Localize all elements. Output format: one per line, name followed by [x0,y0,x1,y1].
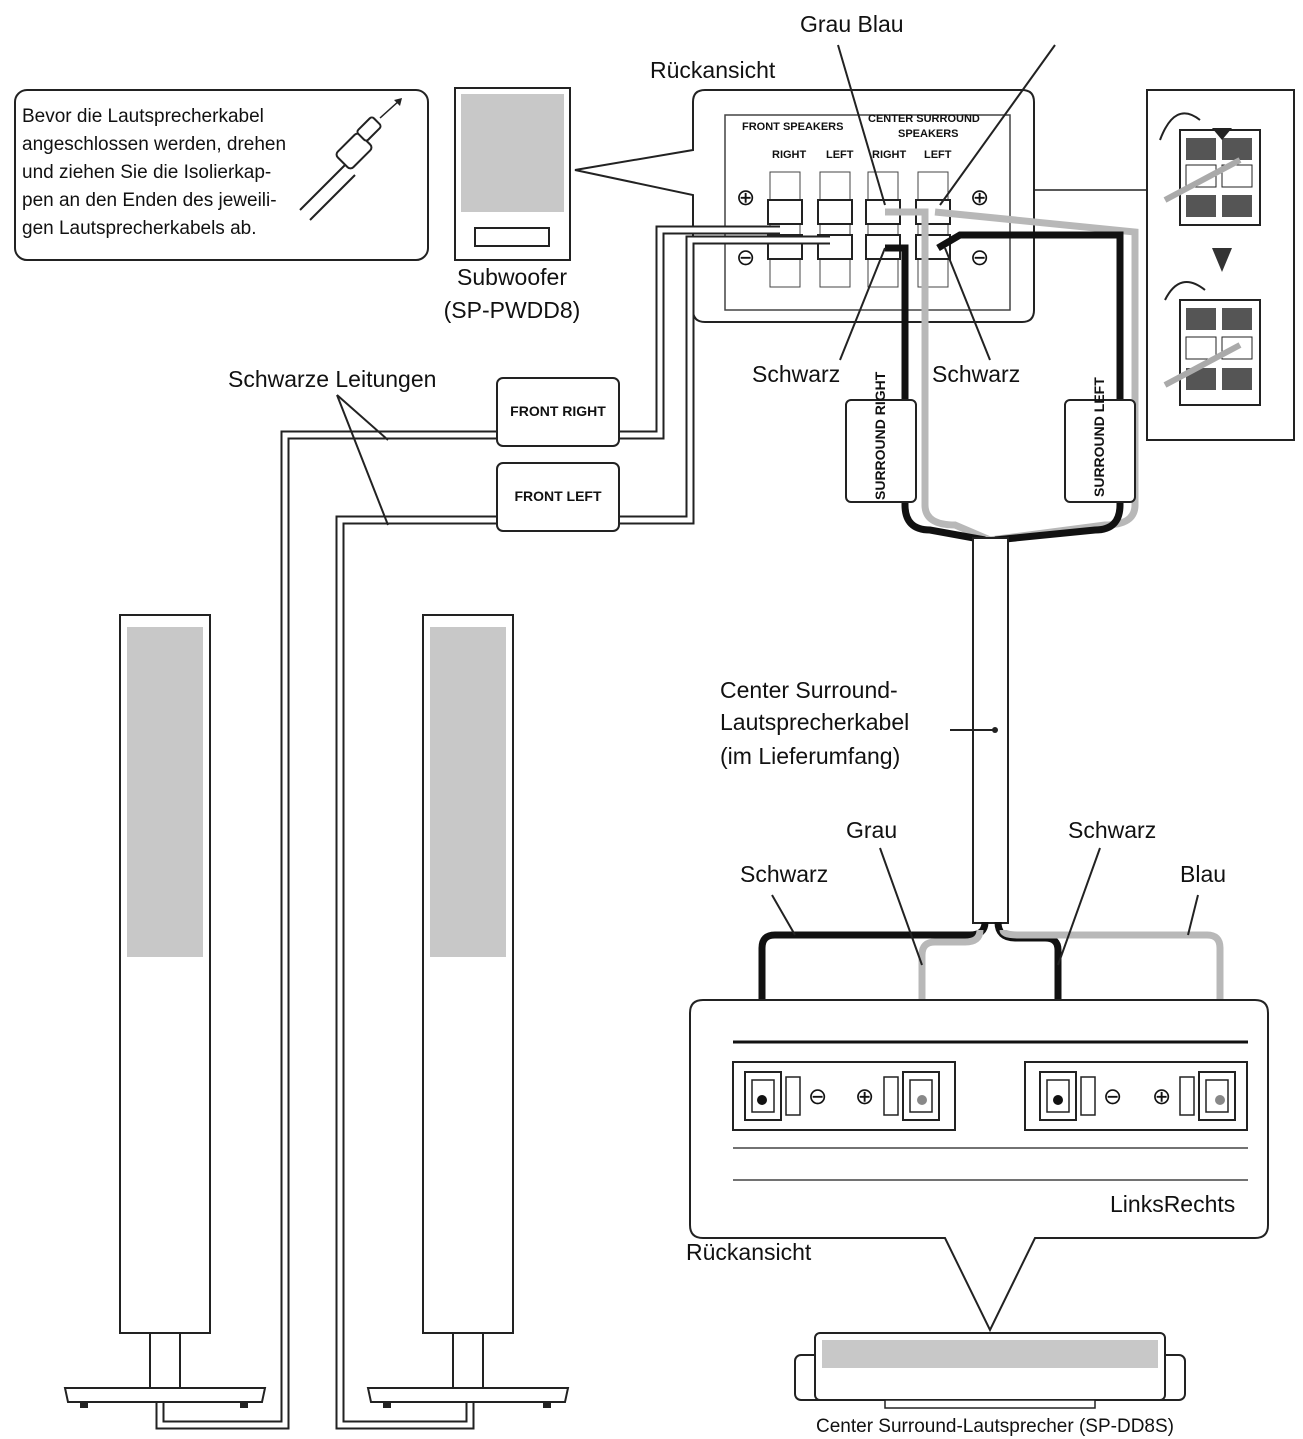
front-left-tag: FRONT LEFT [496,462,620,532]
rear-panel: FRONT SPEAKERS CENTER SURROUND SPEAKERS … [574,89,1035,323]
center-minus-left: ⊖ [808,1083,827,1109]
black-label-right: Schwarz [1068,817,1156,843]
black-label-surround-right: Schwarz [752,361,840,387]
center-plus-left: ⊕ [855,1083,874,1109]
black-wires-label: Schwarze Leitungen [228,366,436,392]
subwoofer-label: Subwoofer [457,264,567,290]
blue-label: Blau [1180,861,1226,887]
svg-text:SURROUND LEFT: SURROUND LEFT [1091,377,1107,497]
svg-text:SURROUND RIGHT: SURROUND RIGHT [872,371,888,500]
center-cable-label-3: (im Lieferumfang) [720,743,900,769]
cable-cap-icon [299,98,402,221]
plus-symbol-left: ⊕ [736,184,755,210]
terminal-open-icon [1159,112,1261,226]
minus-symbol-right: ⊖ [970,244,989,270]
subwoofer: Subwoofer (SP-PWDD8) [444,87,581,323]
gray-label: Grau [846,817,897,843]
gray-blue-label: Grau Blau [800,11,904,37]
down-arrow-icon [1212,248,1232,272]
speakers-header: SPEAKERS [898,128,959,140]
center-speaker: Center Surround-Lautsprecher (SP-DD8S) [794,1332,1186,1437]
black-label-left: Schwarz [740,861,828,887]
center-minus-right: ⊖ [1103,1083,1122,1109]
svg-text:FRONT RIGHT: FRONT RIGHT [510,403,606,419]
surround-right-label: RIGHT [872,149,907,161]
terminal-detail-inset [1034,89,1295,441]
note-line-1: Bevor die Lautsprecherkabel [22,106,264,127]
surround-left-tag: SURROUND LEFT [1064,377,1136,503]
rear-view-label-top: Rückansicht [650,57,776,83]
left-right-label: LinksRechts [1110,1191,1235,1217]
insulation-note-box: Bevor die Lautsprecherkabel angeschlosse… [14,89,429,261]
center-speaker-label: Center Surround-Lautsprecher (SP-DD8S) [816,1416,1174,1437]
svg-text:FRONT LEFT: FRONT LEFT [514,488,602,504]
terminal-block [767,171,951,288]
front-left-label: LEFT [826,149,854,161]
surround-right-tag: SURROUND RIGHT [845,371,917,503]
center-cable-label-1: Center Surround- [720,677,898,703]
black-label-surround-left: Schwarz [932,361,1020,387]
center-cable-label-2: Lautsprecherkabel [720,709,909,735]
note-line-2: angeschlossen werden, drehen [22,134,286,155]
subwoofer-model: (SP-PWDD8) [444,297,581,323]
note-line-4: pen an den Enden des jeweili- [22,190,277,211]
note-line-3: und ziehen Sie die Isolierkap- [22,162,271,183]
front-speaker-right [63,614,267,1408]
center-surround-header: CENTER SURROUND [868,113,980,125]
front-cables [155,225,830,1430]
front-right-tag: FRONT RIGHT [496,377,620,447]
minus-symbol-left: ⊖ [736,244,755,270]
center-speaker-rear-panel: ⊖ ⊕ ⊖ ⊕ LinksRechts [689,999,1269,1333]
center-plus-right: ⊕ [1152,1083,1171,1109]
surround-cables [885,208,1139,544]
terminal-closed-icon [1163,281,1261,406]
note-line-5: gen Lautsprecherkabels ab. [22,218,257,239]
front-speakers-header: FRONT SPEAKERS [742,121,843,133]
plus-symbol-right: ⊕ [970,184,989,210]
front-right-label: RIGHT [772,149,807,161]
front-speaker-left [366,614,570,1408]
rear-view-label-bottom: Rückansicht [686,1239,812,1265]
bottom-wires [758,921,1224,1100]
surround-left-label: LEFT [924,149,952,161]
center-surround-cable: Center Surround- Lautsprecherkabel (im L… [720,537,1009,924]
